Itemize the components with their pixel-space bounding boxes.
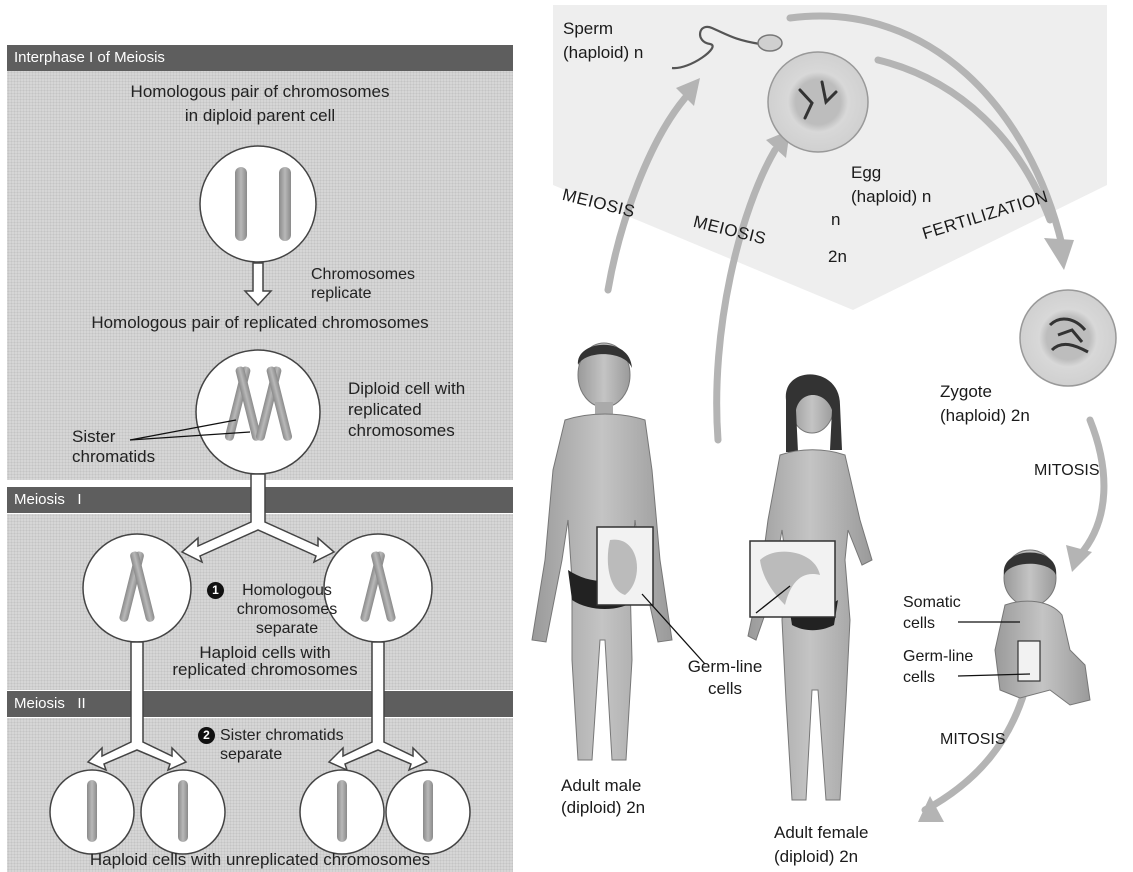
final-cell-1 <box>50 770 134 854</box>
caption-diploid-cell: Diploid cell with replicated chromosomes <box>348 378 498 441</box>
n-label: n <box>831 210 840 230</box>
adult-female-figure <box>748 374 872 800</box>
caption-haploid-unreplicated: Haploid cells with unreplicated chromoso… <box>40 850 480 869</box>
germline-label-child: Germ-line cells <box>903 646 993 688</box>
egg-label: Egg (haploid) n <box>851 161 981 209</box>
germline-label-adult: Germ-line cells <box>670 656 780 700</box>
mitosis-arrow-2 <box>925 690 1025 810</box>
mitosis-label-1: MITOSIS <box>1034 462 1100 480</box>
adult-male-label: Adult male (diploid) 2n <box>561 775 681 819</box>
meiosis-male-arrow <box>608 98 685 290</box>
final-cell-4 <box>386 770 470 854</box>
mitosis-arrow-1 <box>1080 420 1104 555</box>
step1-number: 1 <box>207 582 224 599</box>
zygote-label: Zygote (haploid) 2n <box>940 380 1080 428</box>
parent-cell <box>200 146 316 262</box>
two-n-label: 2n <box>828 247 847 267</box>
step2-number: 2 <box>198 727 215 744</box>
final-cell-3 <box>300 770 384 854</box>
child-figure <box>995 550 1090 705</box>
egg-cell <box>768 52 868 152</box>
zygote-cell <box>1020 290 1116 386</box>
diploid-replicated-cell <box>196 350 320 474</box>
adult-female-label: Adult female (diploid) 2n <box>774 821 904 869</box>
final-cell-2 <box>141 770 225 854</box>
caption-replicate: Chromosomes replicate <box>311 265 451 303</box>
haploid-cell-left <box>83 534 191 642</box>
mitosis-label-2: MITOSIS <box>940 731 1006 749</box>
somatic-label-child: Somatic cells <box>903 592 993 634</box>
replicate-arrow <box>245 263 271 305</box>
step2-text: Sister chromatids separate <box>220 726 380 764</box>
meiosis-female-arrow <box>717 150 775 440</box>
meiosis1-branch-arrow <box>182 474 334 562</box>
caption-parent-cell: Homologous pair of chromosomes in diploi… <box>60 80 460 128</box>
caption-sister-chromatids: Sister chromatids <box>72 427 172 467</box>
adult-male-figure <box>532 343 672 760</box>
germline-line-male <box>642 594 705 664</box>
caption-haploid-replicated: Haploid cells with replicated chromosome… <box>150 644 380 678</box>
caption-replicated-pair: Homologous pair of replicated chromosome… <box>50 313 470 332</box>
sperm-label: Sperm (haploid) n <box>563 17 703 65</box>
step1-text: Homologous chromosomes separate <box>227 581 347 638</box>
